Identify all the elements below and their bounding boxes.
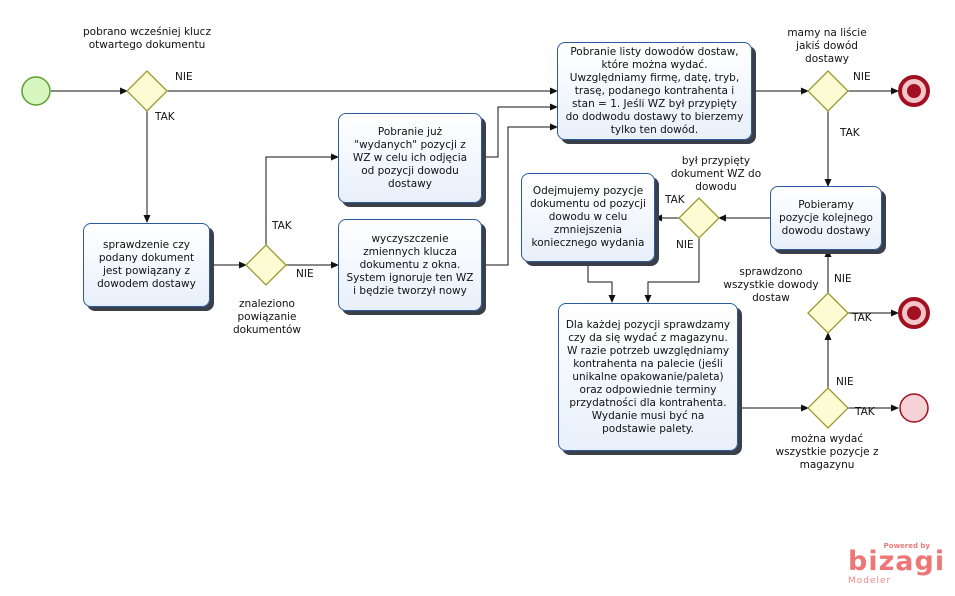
g5-yes-label: TAK <box>852 312 872 324</box>
gateway-g2[interactable] <box>245 244 287 286</box>
g3-yes-label: TAK <box>840 127 860 139</box>
flow-g4-no-to-t7 <box>644 238 700 303</box>
bizagi-logo: Powered by bizagi Modeler <box>848 542 944 588</box>
gateway-g4[interactable] <box>678 197 720 239</box>
gateway-g6[interactable] <box>807 387 849 429</box>
g1-no-label: NIE <box>175 71 193 83</box>
gateway-g3[interactable] <box>807 70 849 112</box>
gateway-g6-label: można wydać wszystkie pozycje z magazynu <box>775 433 879 471</box>
sequence-flows <box>51 87 899 412</box>
g3-no-label: NIE <box>853 71 871 83</box>
flow-t2-to-t4 <box>482 103 558 158</box>
gateway-g4-label: był przypięty dokument WZ do dowodu <box>670 155 762 193</box>
task-fetch-next-delivery[interactable]: Pobieramy pozycje kolejnego dowodu dosta… <box>770 186 882 250</box>
task-fetch-issued-items[interactable]: Pobranie już "wydanych" pozycji z WZ w c… <box>338 113 482 203</box>
gateway-g1-label: pobrano wcześniej klucz otwartego dokume… <box>83 26 211 51</box>
task-subtract-items[interactable]: Odejmujemy pozycje dokumentu od pozycji … <box>521 173 655 262</box>
gateway-g3-label: mamy na liście jakiś dowód dostawy <box>787 27 867 65</box>
logo-powered-by: Powered by <box>883 542 930 550</box>
task-check-link[interactable]: sprawdzenie czy podany dokument jest pow… <box>83 223 210 307</box>
g6-no-label: NIE <box>836 376 854 388</box>
logo-name: bizagi <box>848 546 946 577</box>
task-clear-key-vars[interactable]: wyczyszczenie zmiennych klucza dokumentu… <box>338 219 482 311</box>
end-event-1[interactable] <box>898 75 930 107</box>
end-event-3[interactable] <box>899 393 929 423</box>
flow-t3-to-t4 <box>482 123 558 266</box>
g1-yes-label: TAK <box>155 111 175 123</box>
gateway-g2-label: znaleziono powiązanie dokumentów <box>233 298 301 336</box>
g6-yes-label: TAK <box>855 406 875 418</box>
flow-g2-yes-to-t2 <box>265 153 339 245</box>
g4-yes-label: TAK <box>665 194 685 206</box>
gateway-g5-label: sprawdzono wszystkie dowody dostaw <box>723 266 819 304</box>
flow-t5-to-t7 <box>587 262 616 303</box>
task-fetch-delivery-list[interactable]: Pobranie listy dowodów dostaw, które moż… <box>557 42 752 140</box>
gateway-g5[interactable] <box>807 292 849 334</box>
logo-product: Modeler <box>848 576 892 586</box>
gateway-g1[interactable] <box>126 70 168 112</box>
start-event[interactable] <box>21 76 51 106</box>
g4-no-label: NIE <box>676 239 694 251</box>
end-event-2[interactable] <box>898 297 930 329</box>
g2-yes-label: TAK <box>272 220 292 232</box>
task-check-warehouse[interactable]: Dla każdej pozycji sprawdzamy czy da się… <box>558 303 738 451</box>
g5-no-label: NIE <box>834 273 852 285</box>
g2-no-label: NIE <box>296 268 314 280</box>
